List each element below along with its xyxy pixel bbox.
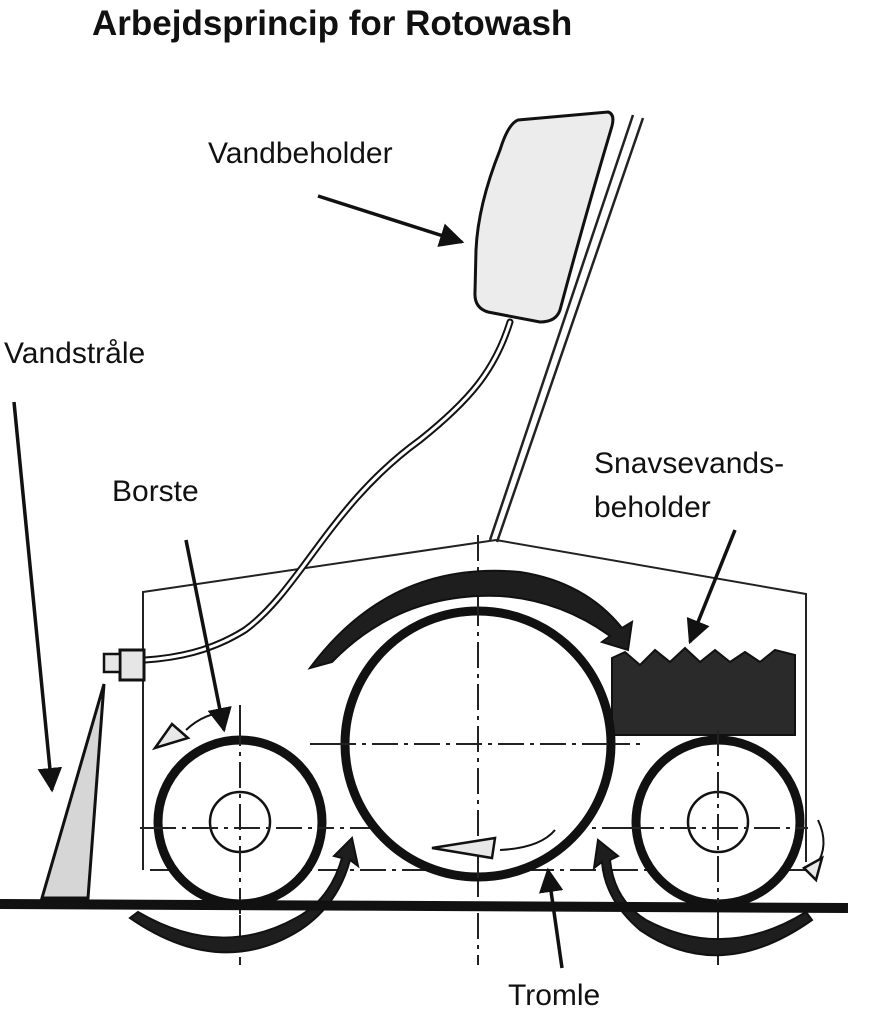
arrow-dirty-tank (686, 529, 737, 645)
right-lower-arc (592, 838, 814, 957)
label-drum: Tromle (508, 979, 601, 1012)
housing-outline (142, 538, 807, 870)
floor-line (0, 899, 849, 913)
handle-line-inner (488, 114, 635, 541)
label-dirty-tank-line1: Snavsevands- (594, 447, 785, 480)
arrow-drum (538, 867, 564, 969)
drum-inner-arrow (499, 829, 556, 851)
arrow-brush (184, 539, 232, 733)
water-hose-inner (143, 320, 512, 662)
arrow-water-tank (317, 194, 465, 247)
water-jet-spray (40, 683, 106, 900)
label-water-jet: Vandstråle (4, 337, 146, 370)
label-dirty-tank-line2: beholder (594, 491, 711, 524)
nozzle (118, 648, 146, 682)
page-title: Arbejdsprincip for Rotowash (92, 4, 573, 43)
dirty-water-tank (611, 646, 796, 736)
label-water-tank: Vandbeholder (208, 137, 393, 170)
left-lower-arc (128, 835, 360, 954)
nozzle-tip (102, 652, 122, 674)
handle-line-outer (495, 117, 645, 543)
arrow-water-jet (12, 401, 63, 793)
drum-inner-arrowhead (431, 836, 497, 860)
water-tank-shape (473, 110, 615, 324)
drum-rotation-arc (307, 569, 634, 670)
label-brush: Borste (112, 475, 199, 508)
